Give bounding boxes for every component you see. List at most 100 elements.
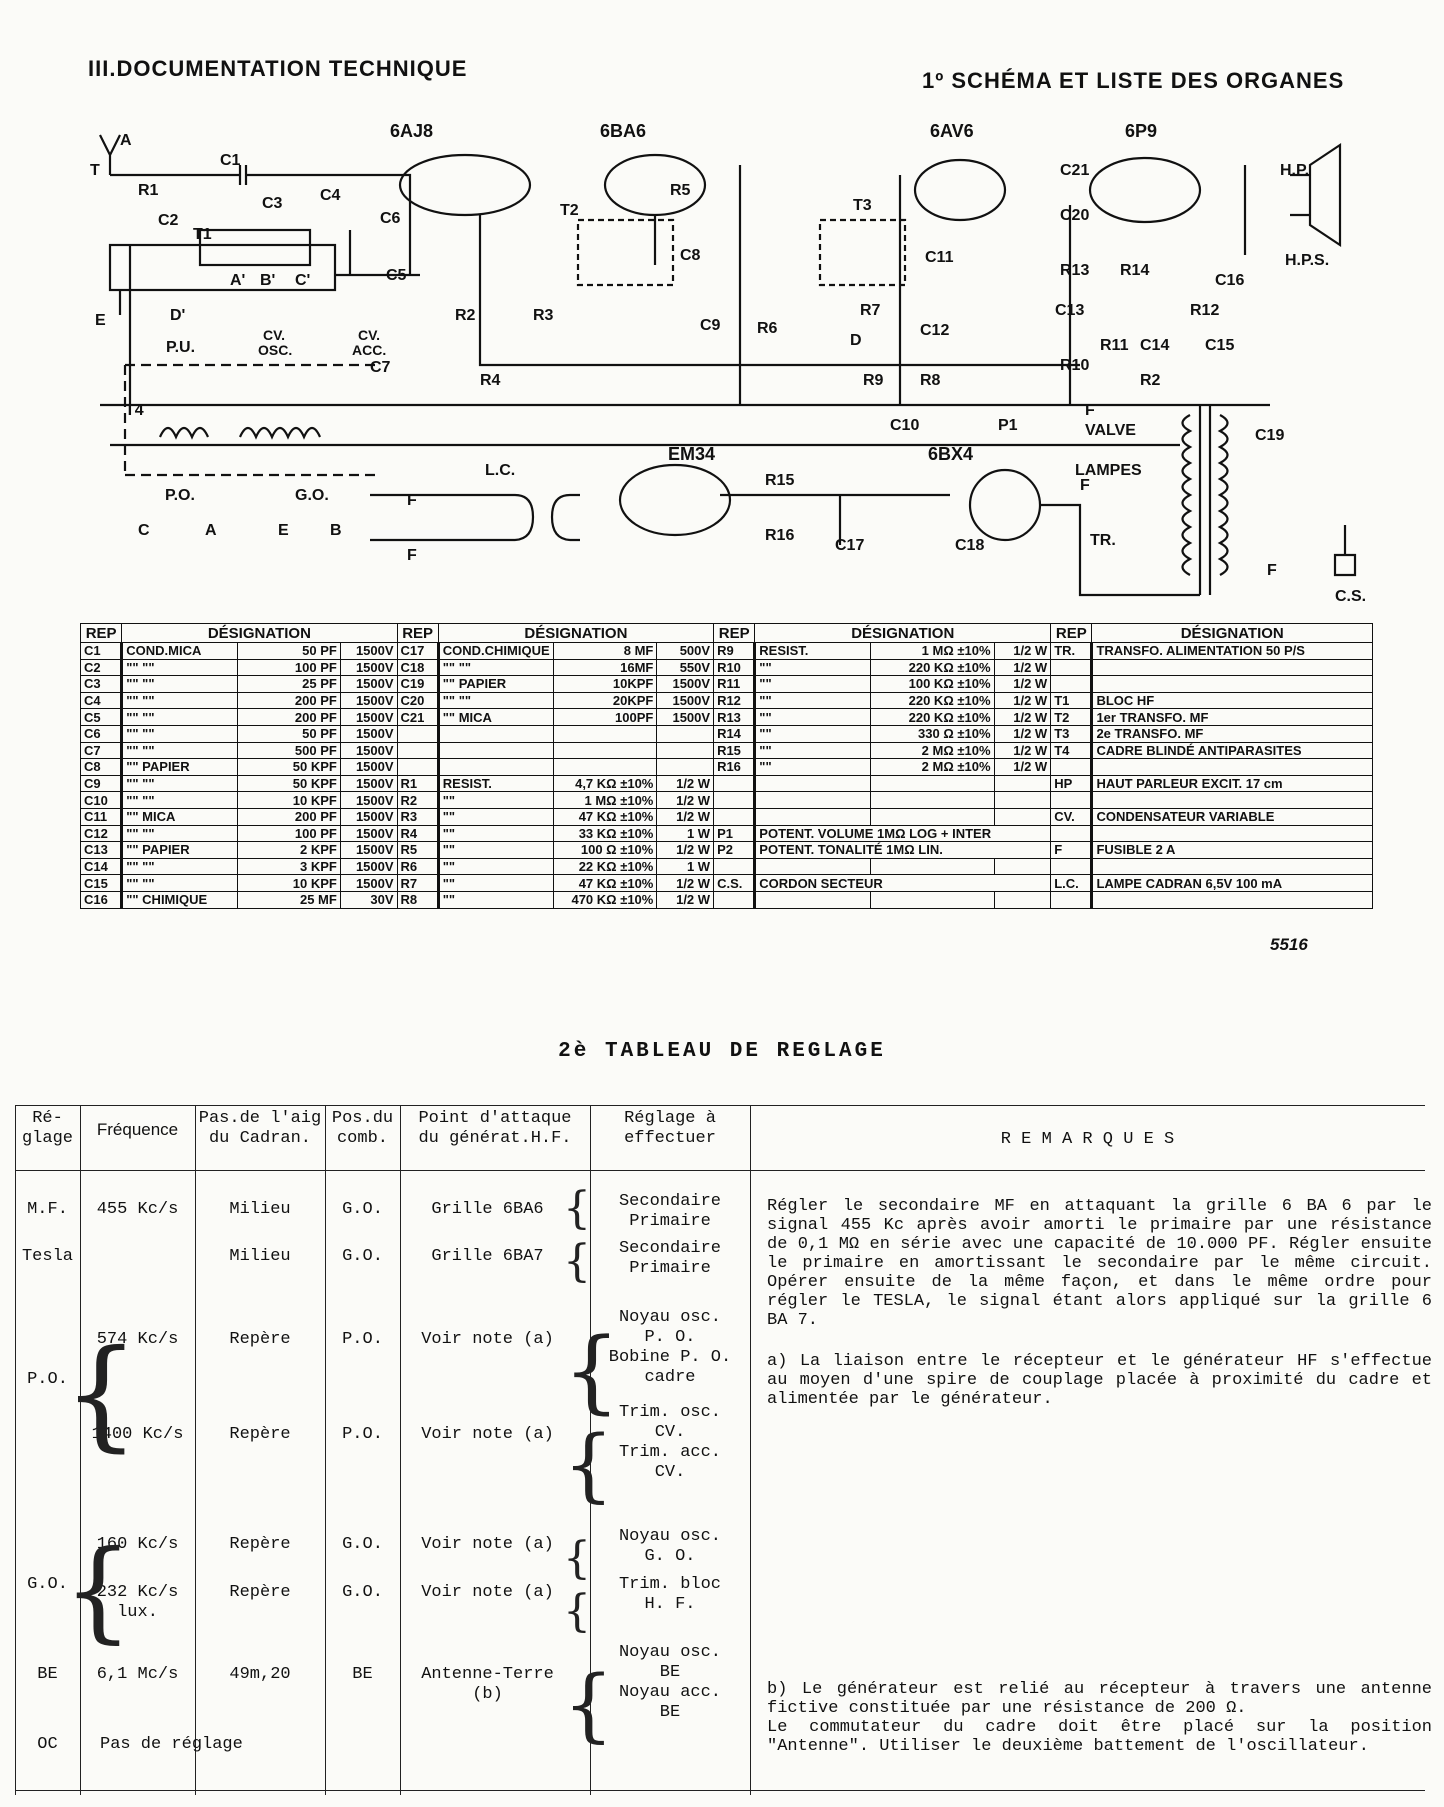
circuit-schematic: 6AJ8 6BA6 6AV6 6P9 EM34 6BX4 ATE C1R1C2 … [90, 121, 1366, 605]
svg-text:F: F [1085, 402, 1095, 419]
svg-text:D': D' [170, 307, 185, 324]
adjust-cell-point: Grille 6BA6 [431, 1200, 544, 1219]
part-designation [1091, 658, 1373, 677]
part-ref: P1 [713, 824, 757, 843]
part-ref [1050, 791, 1094, 809]
doc-title: III.DOCUMENTATION TECHNIQUE [88, 56, 468, 81]
part-ref [1050, 824, 1094, 843]
part-value: 100 Ω ±10% [553, 841, 658, 859]
svg-text:B: B [330, 522, 342, 539]
adjust-cell-pos: G.O. [342, 1583, 383, 1602]
adjust-cell-pas: Repère [229, 1330, 291, 1349]
svg-text:C21: C21 [1060, 162, 1089, 179]
part-type: RESIST. [754, 642, 871, 660]
header-pos: Pos.du comb. [331, 1109, 394, 1148]
part-ref: T3 [1050, 724, 1094, 743]
part-type: "" PAPIER [121, 758, 238, 776]
svg-text:R5: R5 [670, 182, 691, 199]
part-type: CORDON SECTEUR [754, 874, 1052, 892]
part-rating: 1/2 W [656, 874, 715, 892]
part-ref: F [1050, 841, 1094, 859]
part-type [437, 758, 555, 776]
part-ref: R3 [396, 807, 440, 826]
part-rating: 1500V [339, 824, 398, 843]
svg-text:C3: C3 [262, 195, 283, 212]
part-value [553, 741, 658, 760]
part-value: 470 KΩ ±10% [553, 890, 658, 909]
part-value: 8 MF [553, 642, 658, 660]
svg-text:CV.: CV. [358, 327, 380, 343]
part-rating [993, 791, 1052, 809]
part-ref: HP [1050, 774, 1094, 793]
part-type: "" [754, 741, 871, 760]
parts-list-table: REP DÉSIGNATION REP DÉSIGNATION REP DÉSI… [79, 623, 1373, 909]
part-ref: C10 [79, 791, 124, 809]
part-value: 16MF [553, 658, 658, 677]
part-value: 47 KΩ ±10% [553, 874, 658, 892]
header-frequence: Fréquence [96, 1120, 179, 1139]
header-remarques: R E M A R Q U E S [1000, 1130, 1175, 1149]
designation-header: DÉSIGNATION [1091, 623, 1373, 643]
section-title-adjustment: 2è TABLEAU DE REGLAGE [558, 1040, 886, 1063]
part-type: "" [754, 724, 871, 743]
part-rating: 1/2 W [993, 724, 1052, 743]
part-value: 100 PF [236, 658, 341, 677]
part-rating: 1/2 W [993, 691, 1052, 710]
adjust-cell-point: Voir note (a) [421, 1425, 554, 1444]
part-ref: R11 [713, 675, 757, 693]
svg-text:F: F [407, 492, 417, 509]
svg-text:C5: C5 [386, 267, 407, 284]
part-rating: 1/2 W [993, 642, 1052, 660]
part-type [754, 807, 871, 826]
part-type: COND.MICA [121, 642, 238, 660]
adjust-cell-pos: P.O. [342, 1425, 383, 1444]
section-title-schematic: 1º SCHÉMA ET LISTE DES ORGANES [922, 68, 1345, 93]
adjust-cell-pas: Repère [229, 1425, 291, 1444]
part-value: 50 PF [236, 642, 341, 660]
svg-text:C4: C4 [320, 187, 341, 204]
header-reglage: Ré- glage [21, 1109, 73, 1148]
svg-text:OSC.: OSC. [258, 342, 292, 358]
adjust-cell-reglage: G.O. [27, 1575, 68, 1594]
svg-text:C2: C2 [158, 212, 179, 229]
svg-text:T4: T4 [125, 402, 144, 419]
part-rating: 1500V [656, 675, 715, 693]
part-value [869, 807, 995, 826]
part-rating: 1500V [339, 724, 398, 743]
part-ref [1050, 675, 1094, 693]
part-rating: 1500V [339, 874, 398, 892]
svg-text:H.P.S.: H.P.S. [1285, 252, 1329, 269]
svg-text:C18: C18 [955, 537, 984, 554]
svg-text:P.O.: P.O. [165, 487, 195, 504]
part-ref [396, 724, 440, 743]
part-rating: 1 W [656, 824, 715, 843]
adjust-cell-eff: Secondaire Primaire [618, 1239, 722, 1278]
adjust-cell-freq: 455 Kc/s [96, 1200, 179, 1219]
adjust-cell-eff: Trim. bloc H. F. [618, 1575, 722, 1614]
part-type: "" [437, 791, 555, 809]
part-ref: R8 [396, 890, 440, 909]
part-type: "" [754, 758, 871, 776]
adjustment-table: Ré- glage Fréquence Pas.de l'aig du Cadr… [15, 1105, 1432, 1795]
svg-text:R15: R15 [765, 472, 794, 489]
part-type: RESIST. [437, 774, 555, 793]
remark-commutator: Le commutateur du cadre doit être placé … [767, 1718, 1432, 1756]
svg-text:6AV6: 6AV6 [930, 121, 974, 141]
adjust-cell-point: Voir note (a) [421, 1330, 554, 1349]
part-type: "" "" [121, 824, 238, 843]
part-rating [993, 857, 1052, 876]
svg-text:T2: T2 [560, 202, 579, 219]
part-ref: C16 [79, 890, 124, 909]
part-value: 50 PF [236, 724, 341, 743]
header-pas: Pas.de l'aig du Cadran. [198, 1109, 322, 1148]
part-ref: R13 [713, 708, 757, 726]
part-type: "" "" [121, 791, 238, 809]
part-ref [1050, 890, 1094, 909]
part-ref: T2 [1050, 708, 1094, 726]
svg-text:C17: C17 [835, 537, 864, 554]
part-value: 330 Ω ±10% [869, 724, 995, 743]
part-type: COND.CHIMIQUE [437, 642, 555, 660]
